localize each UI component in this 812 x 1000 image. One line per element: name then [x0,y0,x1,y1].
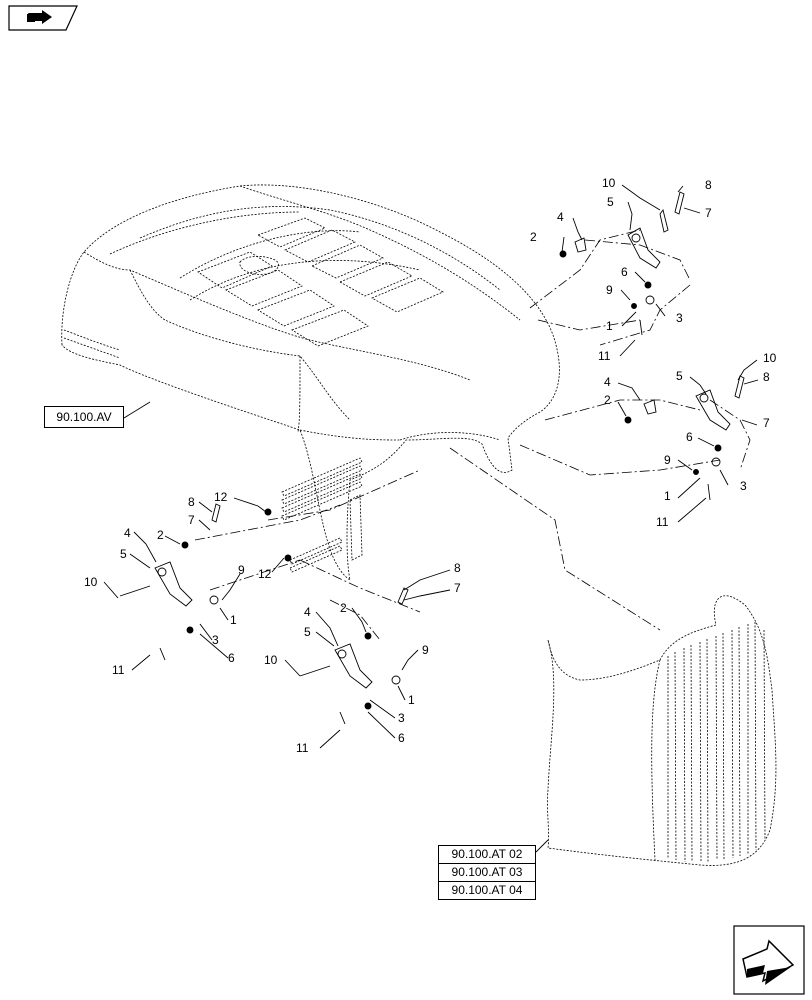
callout-mid-right-9: 9 [664,453,671,467]
grille-reference-boxes: 90.100.AT 02 90.100.AT 03 90.100.AT 04 [438,845,536,900]
small-parts [119,191,745,725]
callout-center-5: 5 [304,625,311,639]
callout-left-4: 4 [124,526,131,540]
callout-center-2: 2 [340,601,347,615]
callout-center-1: 1 [408,693,415,707]
grille-reference-box-1[interactable]: 90.100.AT 02 [438,845,536,864]
grille-reference-box-3[interactable]: 90.100.AT 04 [438,881,536,900]
callout-top-right-10: 10 [602,176,616,190]
callout-left-1: 1 [230,613,237,627]
book-hand-icon [8,5,78,31]
callout-center-7: 7 [454,581,461,595]
grille-illustration [547,595,777,866]
callout-mid-right-11: 11 [656,515,669,529]
callout-center-4: 4 [304,605,311,619]
callout-left-9: 9 [238,563,245,577]
callout-mid-right-1: 1 [664,489,671,503]
callout-top-right-5: 5 [607,195,614,209]
callout-left-5: 5 [120,547,127,561]
callout-top-right-3: 3 [676,311,683,325]
callout-top-right-1: 1 [606,319,613,333]
callout-mid-right-10: 10 [763,351,777,365]
callout-mid-right-3: 3 [740,479,747,493]
callout-top-right-7: 7 [705,206,712,220]
callout-left-12: 12 [214,490,228,504]
callout-mid-right-2: 2 [604,393,611,407]
callout-center-10: 10 [264,653,278,667]
hood-reference-box[interactable]: 90.100.AV [44,406,124,428]
callout-top-right-11: 11 [598,349,611,363]
callout-center-6: 6 [398,731,405,745]
hood-illustration [61,184,560,581]
callout-center-9: 9 [422,643,429,657]
callout-top-right-8: 8 [705,178,712,192]
side-plate [349,494,363,561]
callout-mid-right-5: 5 [676,369,683,383]
callout-left-3: 3 [212,633,219,647]
leader-lines [103,184,759,853]
callout-center-8: 8 [454,561,461,575]
callout-left-6: 6 [228,651,235,665]
callout-mid-right-8: 8 [763,370,770,384]
callout-left-10: 10 [84,575,98,589]
callout-center-12: 12 [258,567,272,581]
callout-top-right-9: 9 [606,283,613,297]
callout-mid-right-4: 4 [604,375,611,389]
callout-top-right-2: 2 [530,230,537,244]
grille-reference-box-2[interactable]: 90.100.AT 03 [438,863,536,882]
callout-top-right-4: 4 [557,210,564,224]
callout-left-11: 11 [112,663,125,677]
assembly-lines [194,229,751,641]
callout-mid-right-6: 6 [686,430,693,444]
next-page-arrow-icon[interactable] [733,925,805,995]
callout-center-3: 3 [398,711,405,725]
callout-left-7: 7 [188,513,195,527]
callout-left-8: 8 [188,495,195,509]
callout-numbers: 10 8 5 7 4 2 6 9 3 1 11 10 5 8 4 2 7 6 9… [84,176,777,755]
callout-mid-right-7: 7 [763,416,770,430]
callout-top-right-6: 6 [621,265,628,279]
callout-left-2: 2 [157,528,164,542]
callout-center-11: 11 [296,741,309,755]
